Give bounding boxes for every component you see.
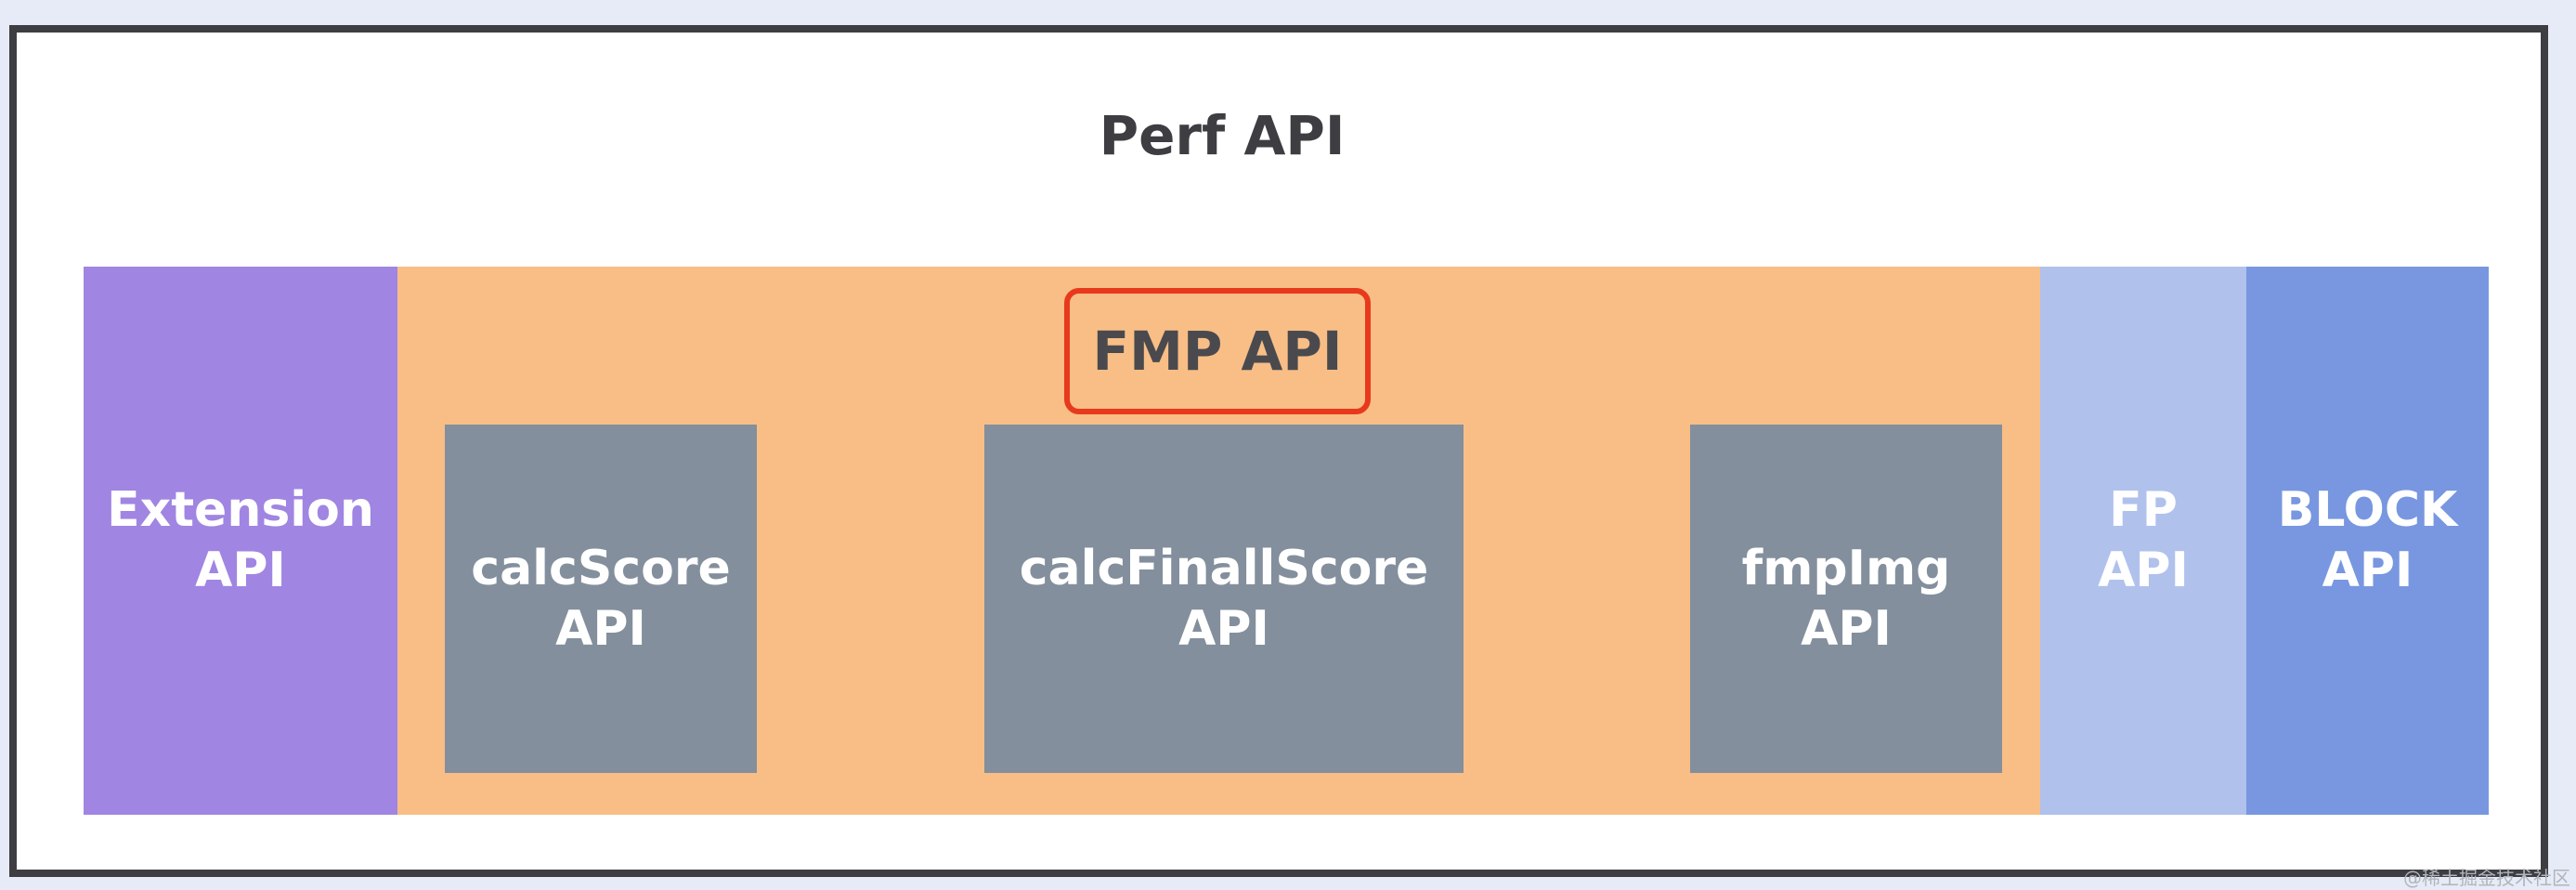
watermark: @稀土掘金技术社区	[2403, 867, 2570, 889]
diagram-title: Perf API	[1099, 104, 1346, 167]
block-api-label: BLOCK API	[2277, 482, 2458, 598]
extension-api-label: Extension API	[107, 482, 374, 598]
calcfinallscore-api-block: calcFinallScore API	[984, 425, 1464, 773]
calcscore-api-block: calcScore API	[445, 425, 757, 773]
fmp-api-label: FMP API	[1092, 320, 1343, 383]
block-api-block: BLOCK API	[2246, 267, 2489, 815]
fp-api-block: FP API	[2040, 267, 2246, 815]
fmp-api-highlight-box: FMP API	[1064, 288, 1371, 414]
calcfinallscore-api-label: calcFinallScore API	[1019, 540, 1429, 657]
fmpimg-api-block: fmpImg API	[1690, 425, 2002, 773]
fmpimg-api-label: fmpImg API	[1741, 540, 1951, 657]
extension-api-block: Extension API	[84, 267, 397, 815]
fp-api-label: FP API	[2098, 482, 2189, 598]
calcscore-api-label: calcScore API	[471, 540, 731, 657]
